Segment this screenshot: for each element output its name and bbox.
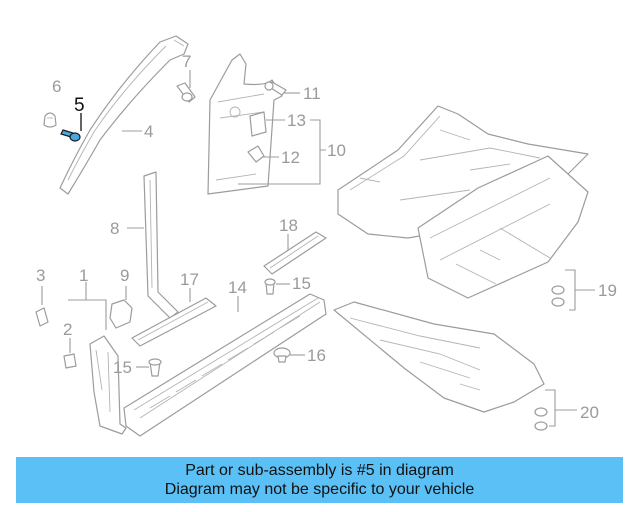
bracket-1 — [68, 299, 107, 330]
part-11-bolt[interactable] — [264, 81, 287, 96]
banner-line-2: Diagram may not be specific to your vehi… — [164, 481, 475, 498]
part-10-b-pillar-trim[interactable] — [207, 53, 283, 195]
callout-19[interactable]: 19 — [598, 281, 617, 300]
callout-20[interactable]: 20 — [580, 403, 599, 422]
callout-13[interactable]: 13 — [287, 111, 306, 130]
callout-8[interactable]: 8 — [110, 219, 119, 238]
callout-1[interactable]: 1 — [79, 266, 88, 285]
parts-diagram: 6 5 4 7 11 13 12 10 — [35, 35, 617, 437]
callout-10[interactable]: 10 — [327, 141, 346, 160]
part-2-clip[interactable] — [63, 353, 77, 369]
part-15-clip-lower[interactable] — [148, 358, 162, 377]
part-1-kick-panel[interactable] — [89, 335, 127, 435]
part-5-screw[interactable] — [60, 129, 81, 142]
callout-3[interactable]: 3 — [36, 266, 45, 285]
callout-5[interactable]: 5 — [74, 95, 85, 116]
part-7-clip[interactable] — [176, 82, 196, 103]
part-18-scuff-plate[interactable] — [263, 231, 327, 275]
callout-4[interactable]: 4 — [144, 122, 153, 141]
callout-11[interactable]: 11 — [303, 84, 321, 103]
callout-12[interactable]: 12 — [281, 148, 300, 167]
part-15-clip-upper[interactable] — [264, 278, 276, 295]
part-3-clip[interactable] — [35, 307, 49, 327]
part-13-bracket[interactable] — [249, 111, 267, 137]
floor-mat-assembly[interactable] — [417, 155, 589, 299]
callout-7[interactable]: 7 — [182, 52, 191, 71]
callout-15b[interactable]: 15 — [113, 358, 132, 377]
part-20-fasteners[interactable] — [534, 407, 548, 431]
part-17-scuff-plate[interactable] — [131, 297, 217, 347]
callout-2[interactable]: 2 — [63, 320, 72, 339]
part-14-sill-trim[interactable] — [123, 293, 327, 437]
part-9-bracket[interactable] — [109, 299, 133, 329]
bracket-10 — [238, 119, 326, 185]
callout-14[interactable]: 14 — [228, 278, 247, 297]
callout-18[interactable]: 18 — [279, 216, 298, 235]
callout-9[interactable]: 9 — [120, 266, 129, 285]
callout-16[interactable]: 16 — [307, 346, 326, 365]
part-6-clip[interactable] — [43, 112, 57, 128]
bracket-20 — [545, 389, 577, 427]
part-16-plug[interactable] — [273, 347, 291, 363]
part-12-clip[interactable] — [247, 145, 265, 163]
banner-line-1: Part or sub-assembly is #5 in diagram — [185, 462, 454, 479]
part-4-a-pillar-trim[interactable] — [59, 35, 189, 195]
bracket-19 — [565, 269, 595, 311]
part-19-fasteners[interactable] — [551, 285, 565, 307]
info-banner: Part or sub-assembly is #5 in diagram Di… — [16, 457, 623, 503]
part-8-lower-pillar-trim[interactable] — [143, 171, 179, 319]
callout-15a[interactable]: 15 — [292, 274, 311, 293]
callout-17[interactable]: 17 — [180, 270, 199, 289]
callout-6[interactable]: 6 — [52, 77, 61, 96]
floor-insulator-assembly[interactable] — [333, 301, 545, 413]
